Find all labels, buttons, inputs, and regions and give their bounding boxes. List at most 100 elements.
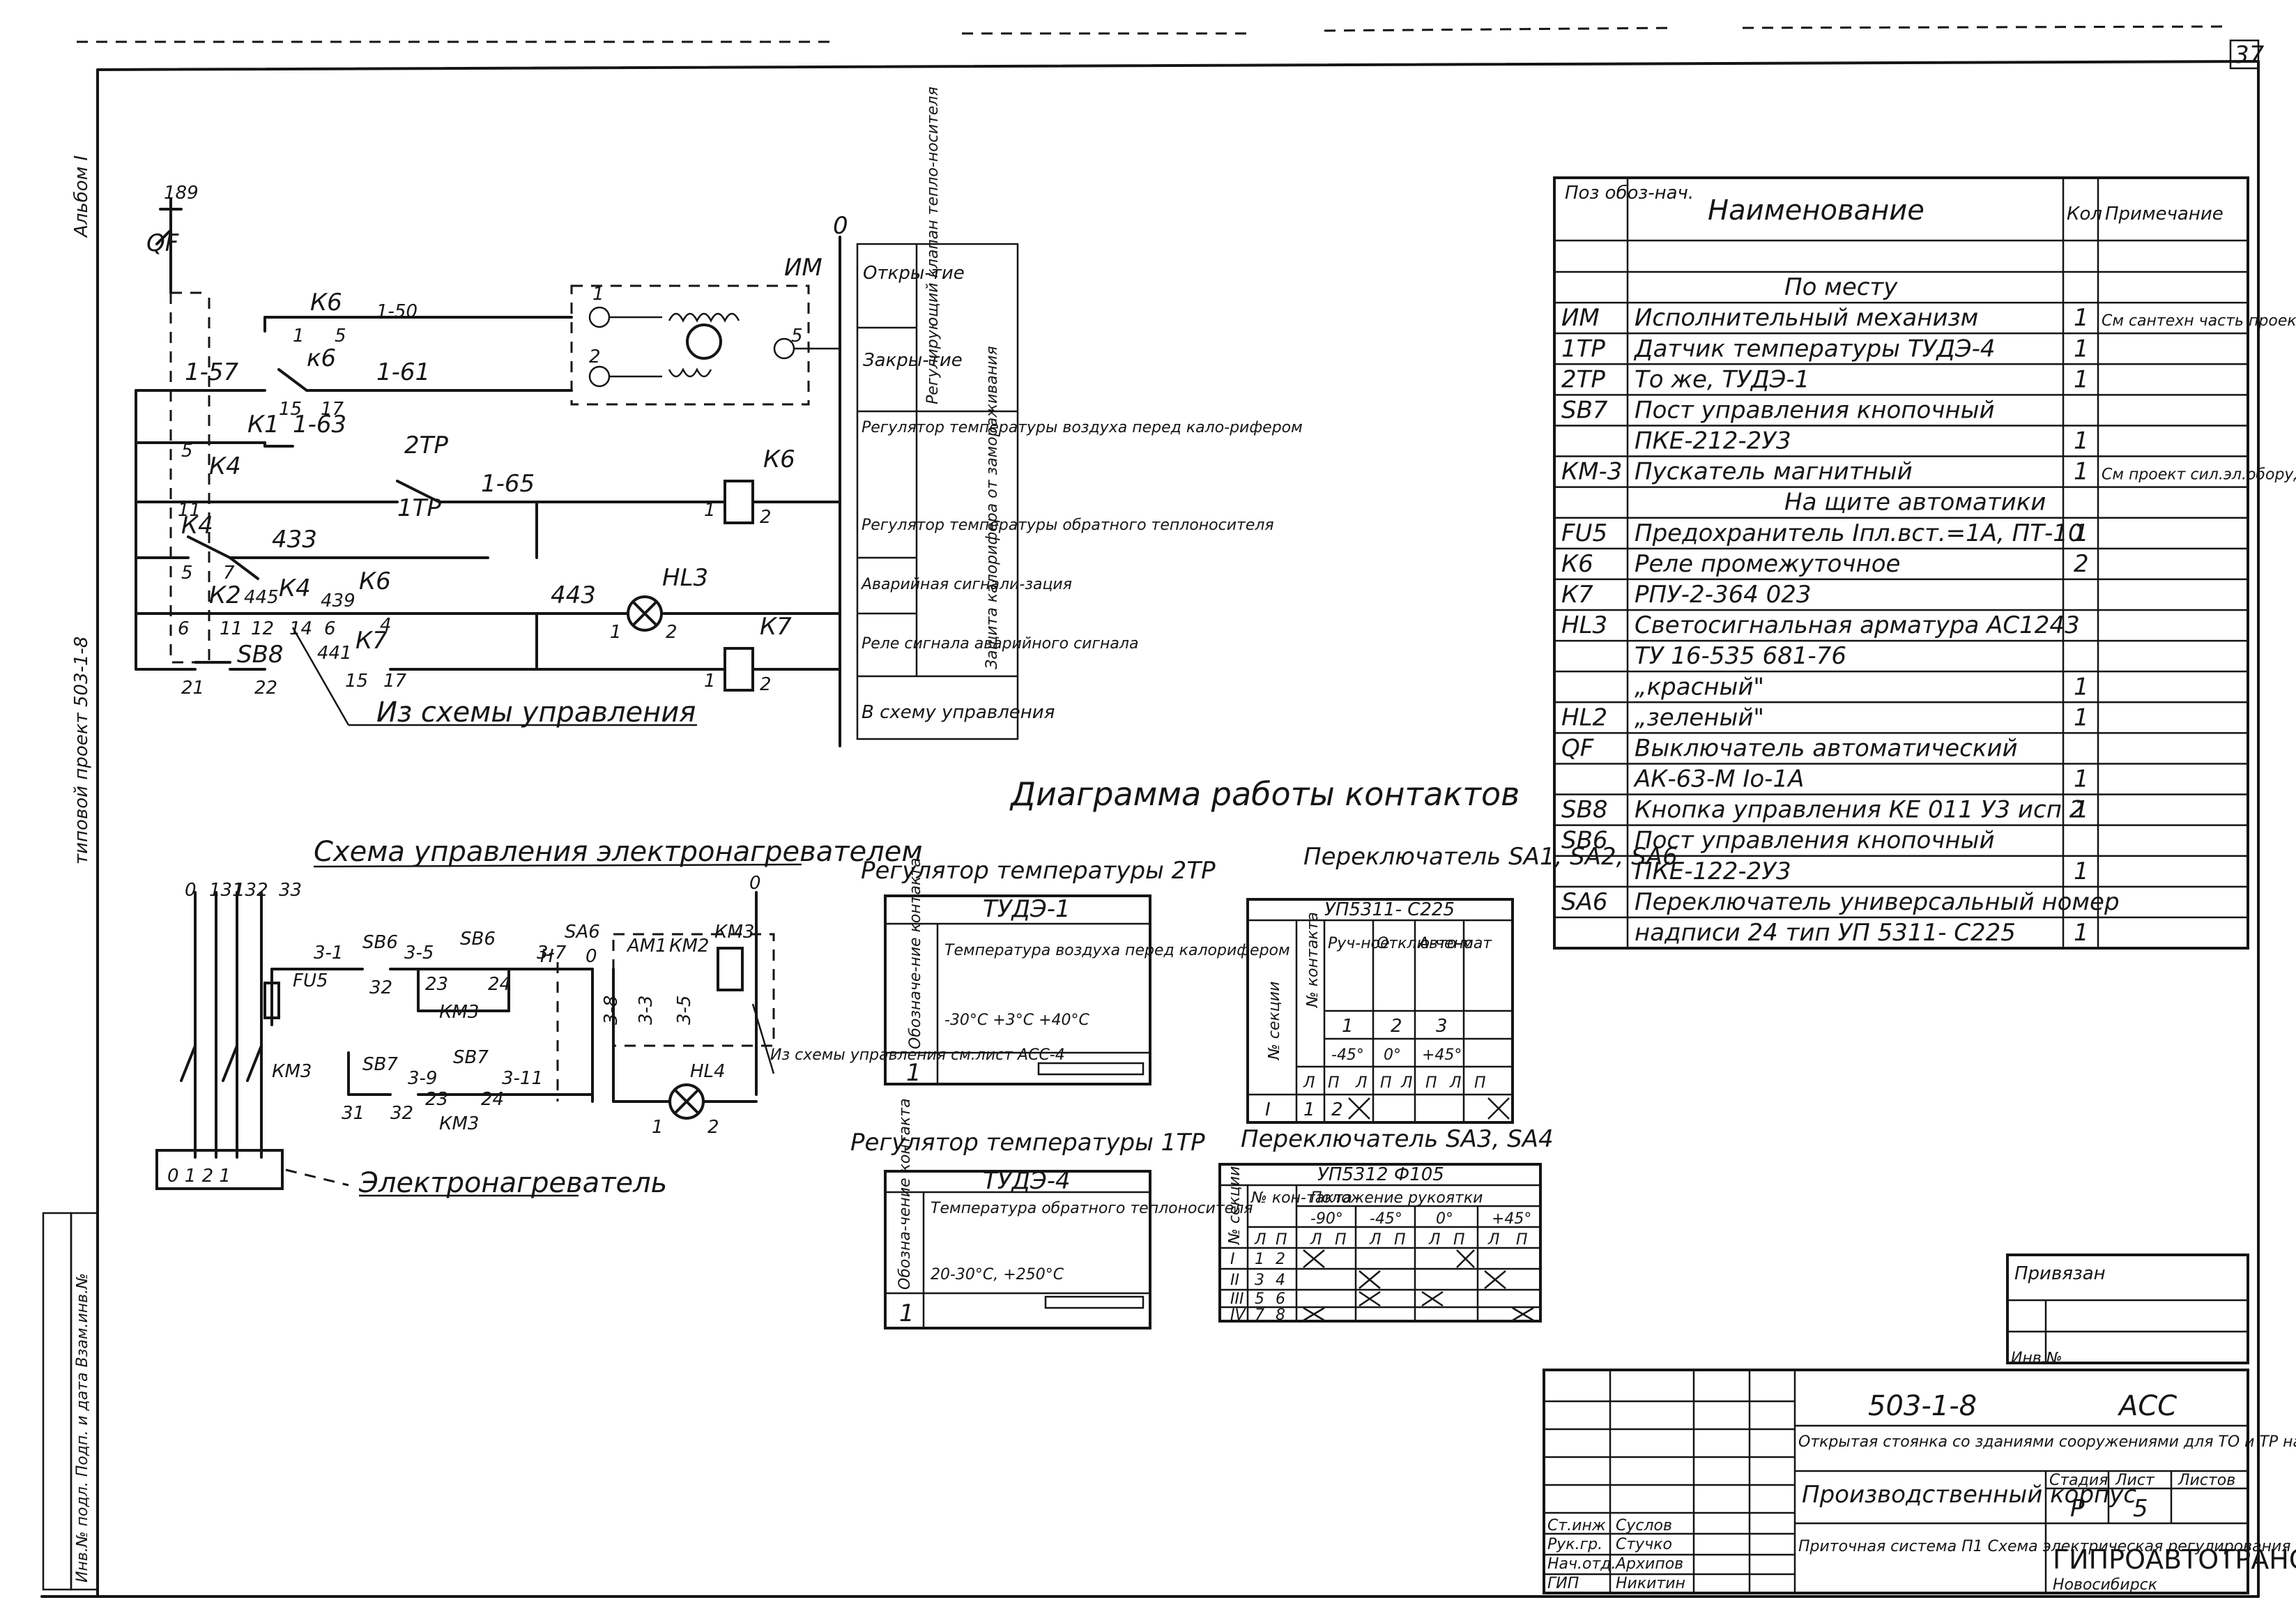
sw1-head-auto: Авто-мат — [1417, 935, 1492, 952]
legend-protection: Защита калорифера от замораживания — [984, 346, 1001, 669]
sw2-head-contact: № кон-такта — [1250, 1189, 1352, 1207]
tb-role: Рук.гр. — [1547, 1536, 1602, 1553]
qf-label: QF — [146, 229, 179, 257]
contact-label: К4 — [181, 512, 213, 540]
sw2-row-c: 2 — [1276, 1251, 1285, 1268]
sw2-deg: -90° — [1310, 1210, 1343, 1228]
wire-label: 3-5 — [404, 943, 434, 963]
button-label: SB6 — [362, 932, 398, 953]
spec-cell-name: ПКЕ-212-2У3 — [1635, 427, 1791, 455]
spec-head-qty: Кол — [2067, 204, 2102, 224]
reg2-contact: 1 — [906, 1059, 921, 1087]
im-label: ИМ — [784, 254, 822, 282]
spec-cell-qty: 2 — [2074, 550, 2089, 578]
tb-project: Открытая стоянка со зданиями сооружениям… — [1798, 1433, 2296, 1451]
spec-cell-qty: 1 — [2074, 304, 2089, 332]
sw2-lp: Л — [1369, 1231, 1382, 1249]
sw2-lp: Л — [1487, 1231, 1500, 1249]
sw2-lp: П — [1276, 1231, 1287, 1249]
coil-label: К7 — [760, 613, 792, 641]
legend-open: Откры-тие — [863, 263, 965, 284]
pin: 5 — [335, 326, 346, 346]
wire-label: 3-8 — [601, 996, 622, 1025]
button-label: SB8 — [237, 641, 284, 669]
reg2-col-head: Обозначе-ние контакта — [907, 858, 924, 1049]
spec-cell-pos: SB8 — [1561, 796, 1608, 824]
from-control-note: Из схемы управления — [376, 696, 696, 729]
sw2-row-sec: IV — [1230, 1306, 1246, 1324]
spec-cell-name: ТУ 16-535 681-76 — [1635, 642, 1846, 670]
spec-cell-name: РПУ-2-364 023 — [1635, 581, 1812, 609]
spec-cell-pos: 2ТР — [1561, 365, 1605, 393]
reg1-desc: Температура обратного теплоносителя — [931, 1200, 1253, 1217]
reg2-title: Регулятор температуры 2ТР — [861, 857, 1216, 885]
pin: 15 — [279, 399, 302, 420]
legend-to-control: В схему управления — [862, 702, 1055, 723]
col-label: 131 — [209, 880, 244, 901]
fuse-label: FU5 — [293, 970, 328, 991]
from-control-note: Из схемы управления см.лист АСС-4 — [770, 1046, 1065, 1064]
sw2-model: УП5312 Ф105 — [1317, 1164, 1444, 1185]
spec-cell-name: ПКЕ-122-2У3 — [1635, 858, 1791, 885]
reg2-scale: -30°С +3°С +40°С — [944, 1012, 1090, 1029]
spec-cell-pos: QF — [1561, 734, 1594, 762]
wire-label: 445 — [244, 587, 279, 608]
spec-cell-pos: ИМ — [1561, 304, 1600, 332]
wire-label: 3-3 — [636, 996, 657, 1025]
wire-label: 1-61 — [376, 358, 430, 386]
sw2-deg: -45° — [1370, 1210, 1402, 1228]
pin: 2 — [666, 622, 678, 643]
wire-label: 3-7 — [537, 943, 567, 963]
pin: 11 — [178, 500, 201, 521]
sw2-row-c: 5 — [1255, 1290, 1264, 1308]
coil-km3 — [717, 947, 744, 991]
heater-control-diagram: Схема управления электронагревателем 0 1… — [155, 836, 1065, 1199]
tb-person: Суслов — [1616, 1517, 1672, 1534]
spec-cell-qty: 1 — [2074, 765, 2089, 793]
sw2-row-c: 7 — [1255, 1306, 1264, 1324]
wire-label: 3-11 — [502, 1068, 543, 1089]
contact-label: АМ1 — [626, 936, 667, 957]
sw2-deg: +45° — [1492, 1210, 1531, 1228]
contact-label: К4 — [279, 574, 311, 602]
pin: 17 — [321, 399, 344, 420]
sw1-lp: Л — [1355, 1074, 1368, 1092]
contacts-diagram-title: Диаграмма работы контактов — [1009, 775, 1520, 813]
spec-cell-pos: HL3 — [1561, 611, 1607, 639]
spec-cell-qty: 1 — [2074, 335, 2089, 363]
sensor-2tp-label: 2ТР — [404, 432, 448, 459]
spec-cell-name: Выключатель автоматический — [1635, 734, 2018, 762]
tb-role: Нач.отд. — [1547, 1555, 1616, 1573]
wire-label: 1-57 — [185, 358, 239, 386]
tb-org: ГИПРОАВТОТРАНС — [2053, 1544, 2296, 1575]
spec-cell-name: Переключатель универсальный номер — [1635, 888, 2120, 916]
pin: 2 — [760, 507, 772, 528]
sw2-lp: П — [1335, 1231, 1347, 1249]
pin: 17 — [383, 671, 407, 692]
legend-texts: Откры-тие Закры-тие Регулирующий клапан … — [860, 86, 1303, 723]
wire-label: 1-63 — [293, 411, 346, 439]
button-label: SB6 — [460, 929, 496, 950]
coil-label: КМ3 — [714, 922, 754, 943]
pin: 1 — [704, 671, 716, 692]
sw1-lp: П — [1328, 1074, 1340, 1092]
pin: 21 — [181, 678, 204, 699]
contact-label: КМ3 — [439, 1113, 479, 1134]
coil-label: К6 — [763, 445, 795, 473]
sw1-model: УП5311- С225 — [1324, 899, 1455, 920]
reg1-model: ТУДЭ-4 — [983, 1167, 1071, 1195]
reg1-scale: 20-30°С, +250°С — [931, 1266, 1064, 1283]
spec-cell-note: См сантехн часть проекта — [2102, 312, 2296, 330]
col-label: 33 — [279, 880, 302, 901]
spec-head-name: Наименование — [1708, 195, 1924, 227]
sw1-row-c: 1 — [1303, 1099, 1315, 1120]
spec-cell-pos: HL2 — [1561, 703, 1607, 731]
spec-cell-name: Исполнительный механизм — [1635, 304, 1978, 332]
pin: 24 — [481, 1089, 504, 1110]
contact-label: К7 — [355, 627, 388, 655]
sw2-head-pos: Положение рукоятки — [1310, 1189, 1483, 1207]
main-control-diagram: QF 189 0 К6 1 5 1-50 1-57 к6 15 17 1-61 … — [135, 183, 1019, 747]
pin: 5 — [181, 441, 193, 462]
sw1-lp: П — [1380, 1074, 1392, 1092]
